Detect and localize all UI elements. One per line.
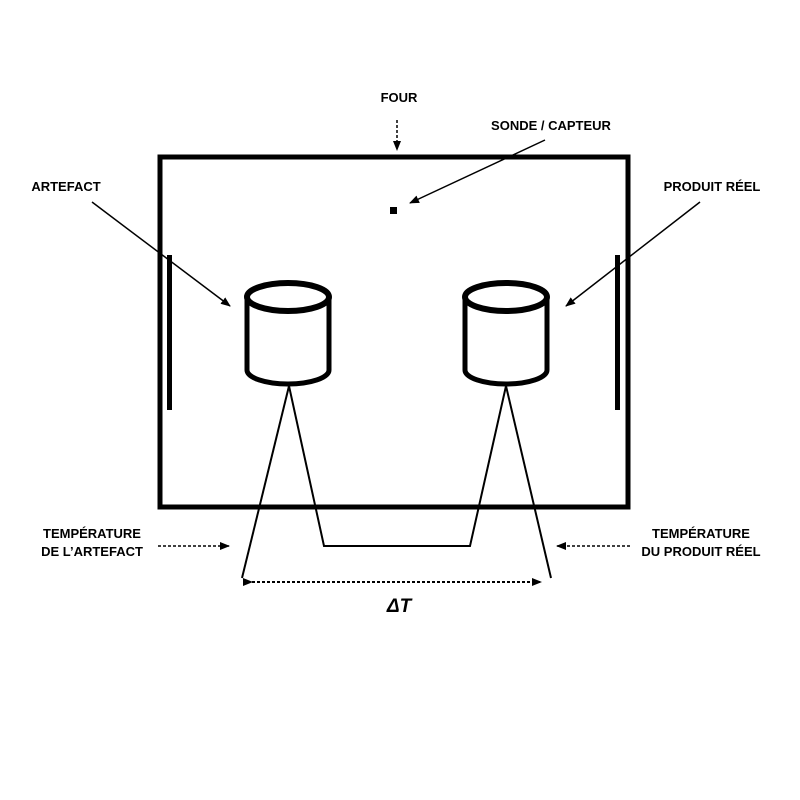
artifact-temperature-line [241,385,290,579]
artifact-temp-label-line1: TEMPÉRATURE [43,526,141,541]
sensor-probe [390,207,397,214]
product-temp-label-line2: DU PRODUIT RÉEL [641,544,760,559]
sensor-arrow [409,139,546,204]
product-temp-label-line1: TEMPÉRATURE [652,526,750,541]
pointer-arrows [91,120,701,550]
artifact-temp-label-line2: DE L’ARTEFACT [41,544,143,559]
oven-label: FOUR [381,90,418,105]
delta-t-label: ΔT [386,596,413,617]
oven-box [157,154,631,510]
artifact-arrow [91,201,231,307]
left-heating-element [167,255,172,410]
artifact-to-product-line [288,385,507,547]
artifact-cylinder [244,280,332,387]
real-product-arrow [565,201,701,307]
sensor-label: SONDE / CAPTEUR [491,118,612,133]
real-product-label: PRODUIT RÉEL [664,179,761,194]
artifact-label: ARTEFACT [31,179,100,194]
product-temperature-line [505,385,552,579]
real-product-cylinder [462,280,550,387]
right-heating-element [615,255,620,410]
temperature-lines [241,385,552,579]
